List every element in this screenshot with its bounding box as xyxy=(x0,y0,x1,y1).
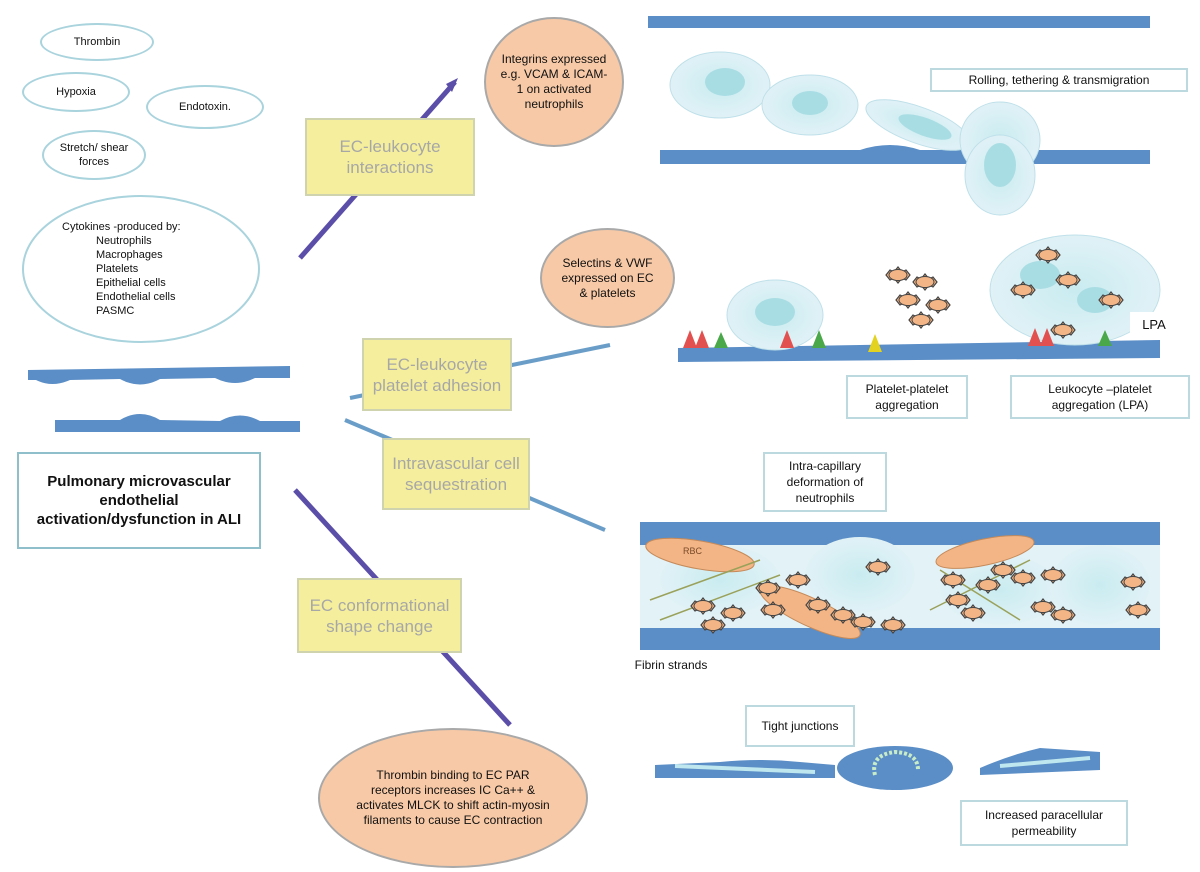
label-tight-junctions-text: Tight junctions xyxy=(761,719,839,733)
trigger-hypoxia-text: Hypoxia xyxy=(56,86,96,98)
detail-selectins: Selectins & VWF expressed on EC & platel… xyxy=(540,228,675,328)
label-platelet-aggregation-text: Platelet-platelet aggregation xyxy=(865,382,949,412)
trigger-endotoxin-text: Endotoxin. xyxy=(179,101,231,113)
detail-thrombin-binding-text: Thrombin binding to EC PAR receptors inc… xyxy=(356,768,550,827)
label-permeability-text: Increased paracellular permeability xyxy=(984,808,1104,838)
trigger-hypoxia: Hypoxia xyxy=(22,72,130,112)
main-title: Pulmonary microvascular endothelial acti… xyxy=(36,473,242,528)
detail-selectins-text: Selectins & VWF expressed on EC & platel… xyxy=(561,255,654,300)
cytokine-item: Neutrophils xyxy=(96,235,152,247)
mechanism-ec-shape-change: EC conformational shape change xyxy=(297,578,462,653)
cytokine-item: Macrophages xyxy=(96,249,163,261)
cytokine-item: Endothelial cells xyxy=(96,291,176,303)
vessel-tight-junctions xyxy=(655,746,1100,790)
label-platelet-aggregation: Platelet-platelet aggregation xyxy=(846,375,968,419)
label-rolling: Rolling, tethering & transmigration xyxy=(930,68,1188,92)
label-deformation: Intra-capillary deformation of neutrophi… xyxy=(763,452,887,512)
vessel-sequestration xyxy=(640,522,1160,650)
cytokines-heading: Cytokines -produced by: xyxy=(62,221,181,233)
detail-thrombin-binding: Thrombin binding to EC PAR receptors inc… xyxy=(318,728,588,868)
detail-integrins-text: Integrins expressed e.g. VCAM & ICAM-1 o… xyxy=(500,52,608,111)
vessel-rolling-transmigration xyxy=(648,16,1150,216)
trigger-stretch: Stretch/ shear forces xyxy=(42,130,146,180)
mechanism-intravascular-sequestration: Intravascular cell sequestration xyxy=(382,438,530,510)
vessel-adhesion xyxy=(678,234,1161,362)
label-lpa-full-text: Leukocyte –platelet aggregation (LPA) xyxy=(1048,382,1152,412)
label-rbc: RBC xyxy=(683,546,703,556)
left-vessel-top-wall xyxy=(28,366,290,385)
label-fibrin-text: Fibrin strands xyxy=(634,658,708,672)
label-deformation-text: Intra-capillary deformation of neutrophi… xyxy=(786,459,864,505)
label-lpa: LPA xyxy=(1130,312,1178,338)
label-permeability: Increased paracellular permeability xyxy=(960,800,1128,846)
cytokine-item: Epithelial cells xyxy=(96,277,166,289)
label-rolling-text: Rolling, tethering & transmigration xyxy=(968,73,1150,87)
main-title-box: Pulmonary microvascular endothelial acti… xyxy=(17,452,261,549)
mechanism-ec-leukocyte-interactions-text: EC-leukocyte interactions xyxy=(339,137,441,177)
mechanism-ec-shape-change-text: EC conformational shape change xyxy=(309,595,450,636)
cytokines-oval xyxy=(22,195,260,343)
label-lpa-full: Leukocyte –platelet aggregation (LPA) xyxy=(1010,375,1190,419)
mechanism-ec-leukocyte-platelet-adhesion: EC-leukocyte platelet adhesion xyxy=(362,338,512,411)
cytokine-item: PASMC xyxy=(96,305,135,317)
label-tight-junctions: Tight junctions xyxy=(745,705,855,747)
mechanism-intravascular-sequestration-text: Intravascular cell sequestration xyxy=(392,454,520,494)
label-lpa-text: LPA xyxy=(1142,317,1166,332)
left-vessel-bottom-wall xyxy=(55,414,300,432)
mechanism-ec-leukocyte-platelet-adhesion-text: EC-leukocyte platelet adhesion xyxy=(372,354,502,395)
detail-integrins: Integrins expressed e.g. VCAM & ICAM-1 o… xyxy=(484,17,624,147)
cytokines-list: Cytokines -produced by: Neutrophils Macr… xyxy=(62,220,181,318)
trigger-endotoxin: Endotoxin. xyxy=(146,85,264,129)
trigger-thrombin-text: Thrombin xyxy=(73,36,121,48)
mechanism-ec-leukocyte-interactions: EC-leukocyte interactions xyxy=(305,118,475,196)
trigger-stretch-text: Stretch/ shear forces xyxy=(59,142,129,168)
label-fibrin: Fibrin strands xyxy=(612,652,730,678)
trigger-thrombin: Thrombin xyxy=(40,23,154,61)
cytokine-item: Platelets xyxy=(96,263,139,275)
